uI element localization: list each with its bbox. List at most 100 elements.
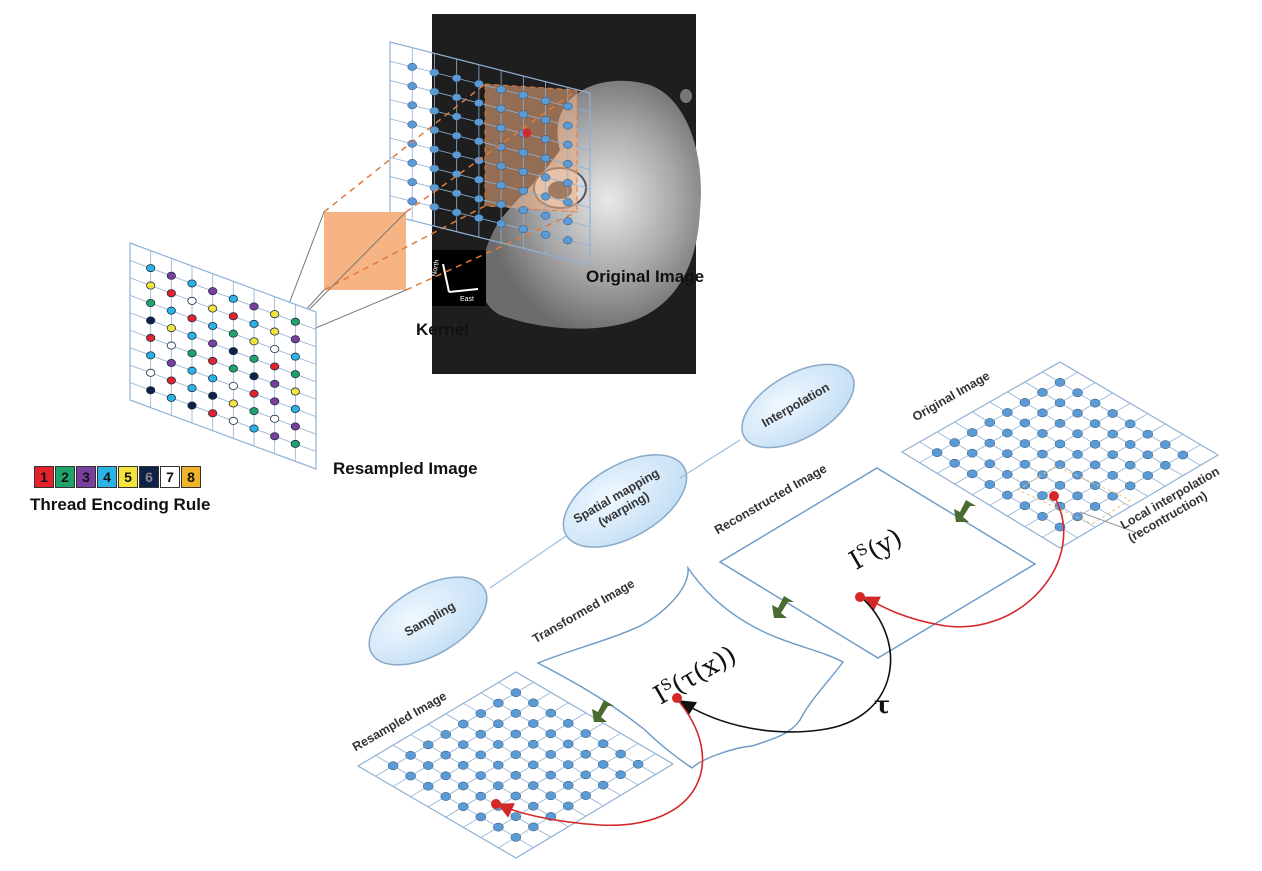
resampled-image-top-label: Resampled Image [333, 459, 478, 478]
thread-dot [208, 391, 218, 400]
grid-dot [475, 709, 487, 718]
grid-dot [407, 82, 417, 91]
grid-dot [1054, 460, 1066, 469]
grid-dot [429, 87, 440, 96]
thread-dot [166, 393, 176, 402]
reconstructed-image-frame [718, 467, 1037, 659]
grid-dot [1124, 419, 1136, 429]
original-image-top-label: Original Image [586, 267, 705, 286]
grid-dot [984, 459, 996, 469]
grid-dot [1142, 450, 1154, 460]
thread-swatch-7: 7 [160, 466, 180, 488]
grid-dot [518, 148, 529, 157]
grid-dot [1107, 450, 1118, 460]
grid-dot [984, 438, 996, 448]
grid-dot [545, 770, 556, 780]
red-point-reconstructed [855, 592, 865, 602]
thread-dot [208, 339, 218, 348]
grid-dot [1002, 490, 1013, 500]
grid-dot [474, 175, 484, 184]
kernel-square [324, 212, 406, 290]
grid-dot [518, 225, 529, 234]
thread-dot [166, 306, 176, 315]
grid-dot [1124, 481, 1136, 491]
grid-dot [563, 121, 573, 130]
grid-dot [1160, 440, 1171, 449]
grid-dot [407, 139, 417, 148]
islet-shape [680, 89, 692, 103]
grid-dot [457, 760, 469, 770]
grid-dot [1002, 428, 1013, 438]
resampled-image-grid [129, 242, 317, 470]
thread-dot [290, 370, 300, 379]
thread-dot [166, 271, 176, 280]
grid-dot [451, 208, 462, 217]
grid-dot [545, 729, 557, 739]
grid-dot [510, 688, 522, 698]
thread-swatch-1: 1 [34, 466, 54, 488]
grid-dot [1124, 440, 1136, 449]
grid-dot [405, 750, 416, 760]
grid-dot [492, 760, 504, 770]
thread-dot [270, 414, 280, 423]
thread-dot [270, 310, 280, 319]
thread-dot [146, 264, 156, 273]
grid-dot [1072, 450, 1083, 459]
thread-dot [270, 432, 280, 441]
thread-dot [249, 424, 259, 433]
grid-dot [615, 749, 626, 759]
thread-dot [208, 409, 218, 418]
grid-dot [1037, 388, 1048, 397]
grid-dot [496, 162, 506, 171]
grid-dot [518, 186, 529, 195]
thread-dot [228, 399, 238, 408]
grid-dot [510, 812, 522, 822]
thread-dot [166, 289, 176, 298]
kernel-region [484, 83, 578, 213]
grid-dot [451, 74, 462, 83]
grid-dot [451, 112, 462, 121]
thread-dot [208, 374, 218, 383]
red-point-original [1049, 491, 1059, 501]
grid-dot [1089, 460, 1101, 470]
spatial-mapping-oval [562, 454, 688, 548]
thread-dot [290, 387, 300, 396]
grid-dot [563, 102, 573, 111]
grid-dot [597, 760, 609, 769]
grid-dot [580, 770, 591, 780]
grid-dot [493, 822, 504, 832]
thread-dot [249, 372, 259, 381]
grid-dot [407, 120, 417, 129]
thread-dot [187, 314, 197, 323]
grid-dot [528, 739, 539, 749]
thread-dot [270, 362, 280, 371]
thread-dot [228, 329, 238, 338]
grid-dot [540, 96, 551, 105]
green-direction-arrows [592, 500, 976, 722]
thread-swatch-4: 4 [97, 466, 117, 488]
grid-dot [540, 230, 551, 239]
grid-dot [451, 93, 462, 102]
grid-dot [496, 104, 506, 113]
grid-dot [540, 211, 551, 220]
thread-swatch-5: 5 [118, 466, 138, 488]
grid-dot [429, 145, 440, 154]
grid-dot [407, 101, 417, 110]
grid-dot [493, 740, 504, 749]
grid-dot [1072, 408, 1083, 418]
grid-dot [457, 781, 469, 791]
grid-dot [493, 698, 504, 708]
grid-dot [429, 164, 440, 173]
grid-dot [563, 801, 574, 811]
grid-dot [407, 197, 417, 206]
grid-dot [451, 189, 462, 198]
grid-dot [1037, 408, 1048, 418]
grid-dot [528, 719, 539, 728]
thread-dot [290, 317, 300, 326]
grid-dot [1054, 480, 1066, 490]
grid-dot [474, 99, 484, 107]
thread-dot [228, 294, 238, 303]
thread-dot [146, 386, 156, 395]
